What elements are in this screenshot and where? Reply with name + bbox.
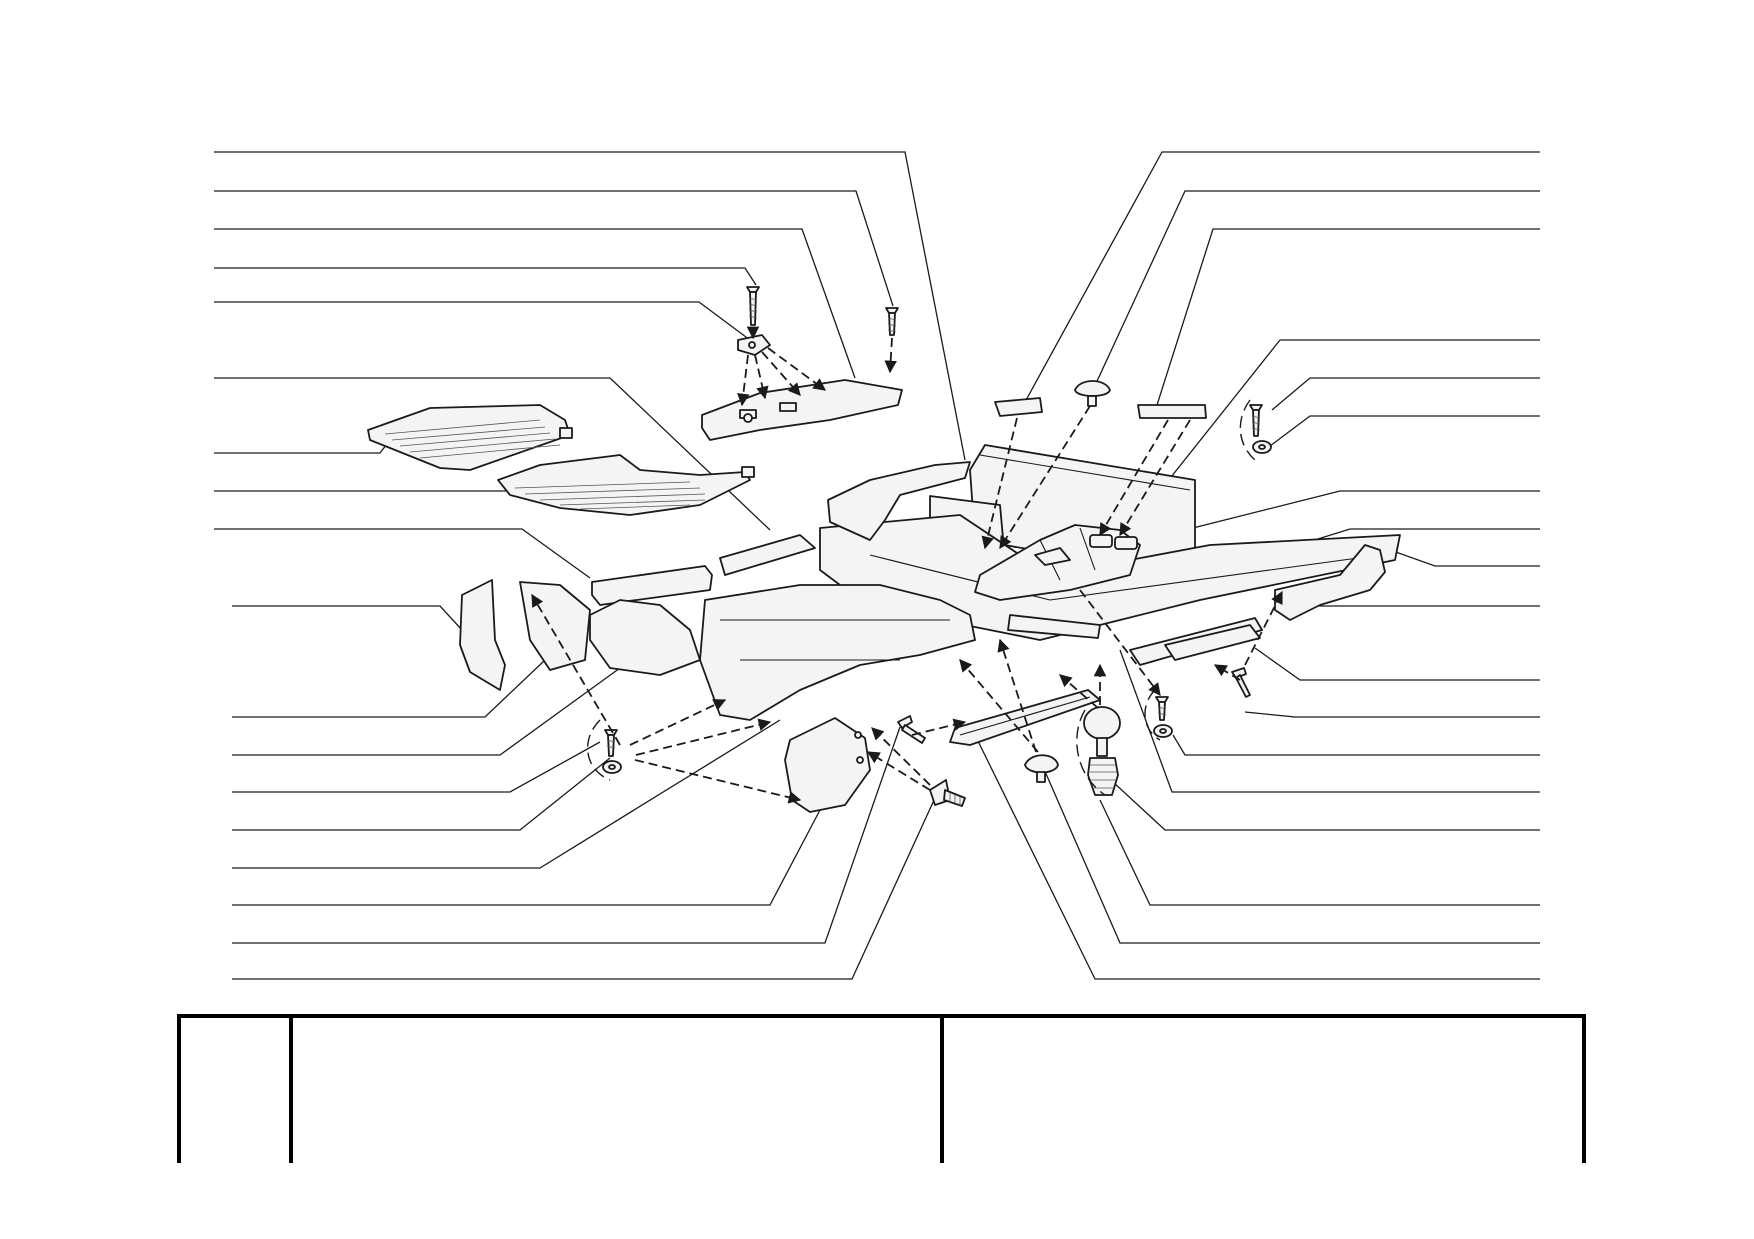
leader-line	[1156, 228, 1540, 406]
screw-icon	[885, 307, 899, 336]
assembly-arrow	[1099, 419, 1169, 537]
right-leader-lines	[974, 151, 1540, 980]
assembly-arrows	[531, 326, 1283, 804]
right-sill-trim-icon	[1129, 617, 1263, 666]
fixing-group-ring	[1076, 709, 1106, 796]
screw-icon	[1231, 667, 1251, 698]
press-stud-icon	[1074, 380, 1111, 407]
leader-line	[214, 151, 966, 461]
assembly-arrow	[981, 417, 1018, 550]
assembly-arrow	[1079, 589, 1161, 697]
assembly-arrow	[629, 699, 727, 746]
leader-line	[1254, 647, 1540, 681]
leader-line	[232, 741, 601, 793]
leader-line	[214, 479, 531, 492]
assembly-arrow	[1119, 419, 1191, 537]
trim-clip-icon	[929, 779, 966, 807]
leader-line	[1099, 799, 1540, 906]
right-rear-trim-icon	[1274, 544, 1386, 621]
leader-line	[214, 267, 757, 286]
parts-table-border	[177, 1014, 1586, 1163]
assembly-arrow	[737, 354, 750, 407]
leader-line	[232, 659, 546, 718]
leader-line	[1244, 711, 1540, 718]
assembly-arrow	[1059, 674, 1099, 709]
press-stud-icon	[1083, 706, 1121, 796]
trim-clip-icon	[1024, 754, 1059, 783]
leader-line	[1099, 769, 1540, 831]
leader-line	[232, 719, 781, 869]
screw-icon	[1155, 696, 1169, 721]
washer-icon	[1153, 724, 1173, 738]
assembly-arrow	[959, 659, 1039, 753]
leader-line	[1389, 549, 1540, 567]
parts-table	[177, 1014, 1586, 1163]
assembly-arrow	[754, 354, 769, 400]
leader-line	[232, 797, 936, 980]
leader-line	[1119, 649, 1540, 793]
washer-icon	[602, 760, 622, 774]
assembly-arrow	[884, 337, 897, 374]
sill-trim-icon	[591, 534, 1101, 639]
front-floor-mat-icon	[497, 454, 755, 516]
assembly-arrow	[761, 351, 801, 396]
leader-line	[1172, 734, 1540, 756]
screw-icon	[604, 729, 618, 757]
leader-line	[232, 809, 821, 906]
rear-floor-mat-icon	[367, 404, 573, 471]
left-leader-lines	[214, 151, 966, 980]
leader-line	[232, 726, 901, 944]
fixing-group-ring	[1239, 399, 1256, 461]
upper-dash-trim-icon	[701, 379, 903, 441]
leader-line	[232, 667, 621, 756]
leader-line	[214, 228, 856, 379]
assembly-arrow	[635, 718, 772, 756]
leader-line	[214, 439, 391, 454]
trim-pad-icon	[994, 397, 1207, 419]
leader-line	[214, 190, 894, 307]
leader-line	[1024, 151, 1540, 403]
leader-line	[1269, 415, 1540, 447]
leader-line	[1120, 339, 1540, 541]
leader-line	[1271, 377, 1540, 411]
assembly-arrow	[1213, 664, 1241, 681]
front-kick-trim-icon	[784, 717, 871, 813]
screw-icon	[1249, 404, 1263, 437]
screw-icon	[746, 286, 760, 326]
assembly-arrow	[531, 593, 621, 746]
assembly-arrow	[911, 718, 967, 736]
leader-line	[214, 301, 751, 341]
assembly-arrow	[767, 347, 827, 391]
leader-line	[232, 757, 611, 831]
tunnel-carpet-icon	[589, 584, 976, 721]
washer-icon	[1252, 440, 1272, 454]
assembly-arrow	[999, 405, 1091, 550]
leader-line	[1039, 759, 1540, 944]
leader-line	[974, 734, 1540, 980]
assembly-arrow	[634, 759, 802, 804]
screw-icon	[897, 715, 926, 744]
kick-panel-icon	[459, 579, 591, 691]
assembly-arrow	[866, 751, 931, 791]
assembly-arrow	[997, 638, 1037, 753]
leader-line	[214, 528, 591, 579]
leader-line	[1091, 190, 1540, 393]
speed-nut-icon	[737, 334, 771, 356]
fixing-group-ring	[586, 719, 611, 781]
leader-line	[1184, 490, 1540, 531]
transmission-tunnel-trim-icon	[827, 461, 971, 541]
leader-line	[232, 605, 463, 631]
